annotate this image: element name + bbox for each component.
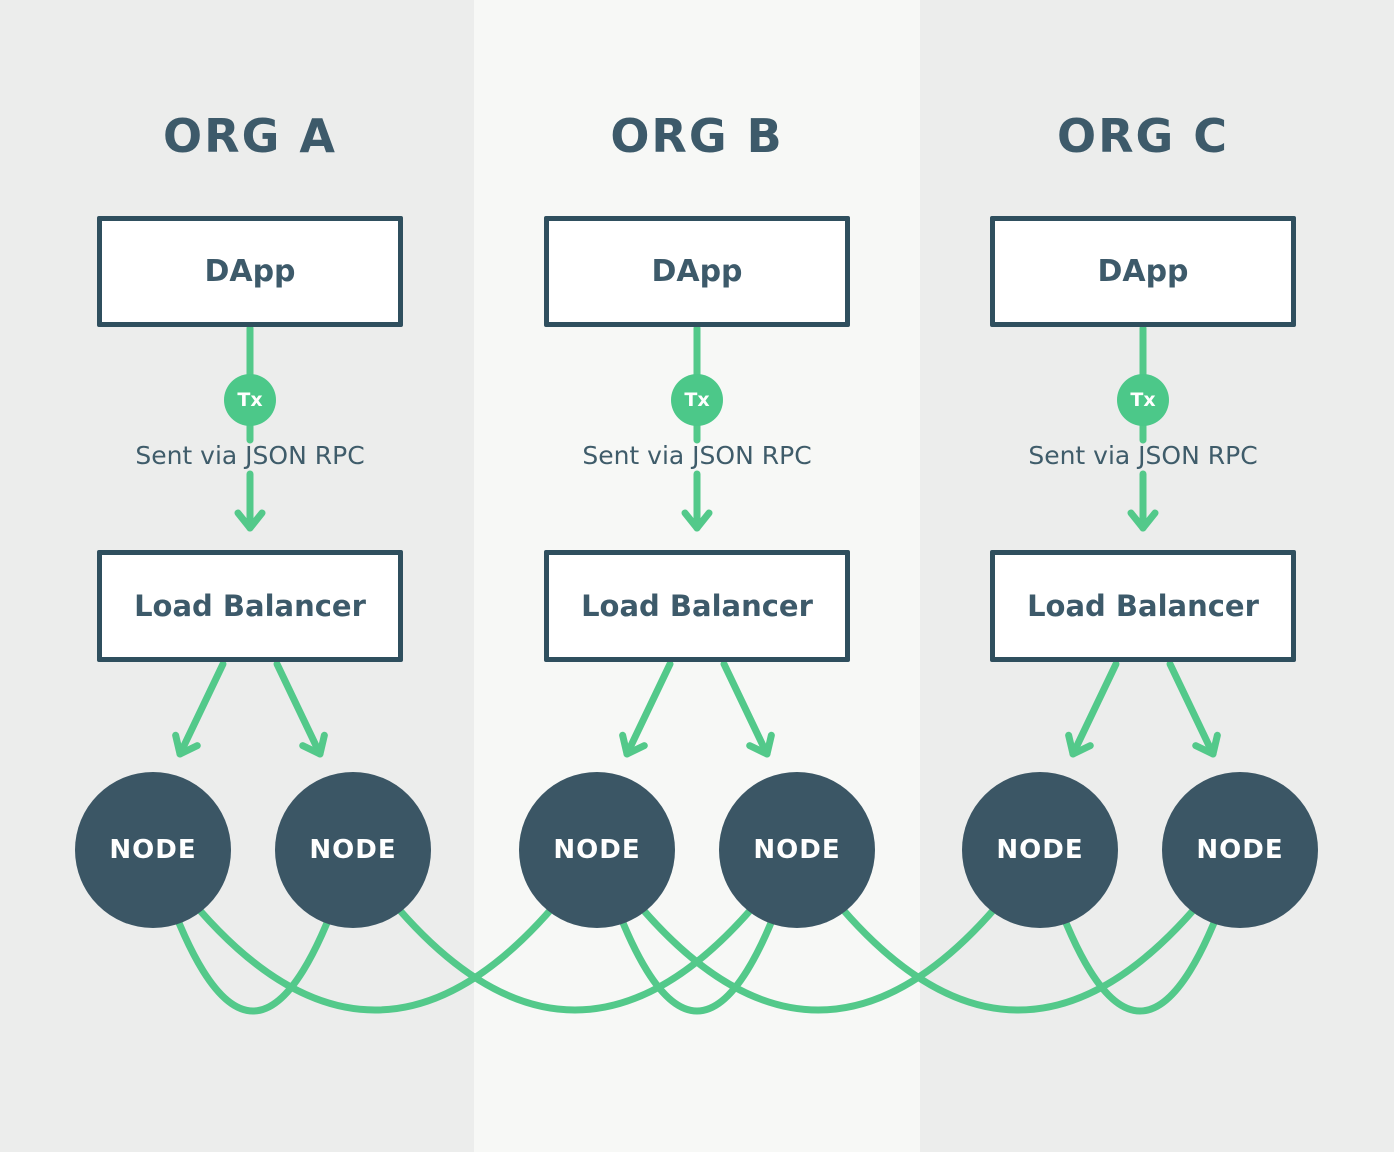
- org-b-node-1: NODE: [519, 772, 675, 928]
- org-a-node-2: NODE: [275, 772, 431, 928]
- tx-label: Tx: [684, 389, 710, 411]
- load-balancer-label: Load Balancer: [1027, 589, 1259, 623]
- tx-label: Tx: [1130, 389, 1156, 411]
- org-a-tx-badge: Tx: [224, 374, 276, 426]
- org-c-dapp-box: DApp: [990, 216, 1296, 327]
- dapp-label: DApp: [1097, 254, 1189, 289]
- org-c-tx-badge: Tx: [1117, 374, 1169, 426]
- org-b-dapp-box: DApp: [544, 216, 850, 327]
- node-label: NODE: [309, 835, 397, 865]
- lb-arrow-left: [1065, 660, 1120, 758]
- org-c-node-1: NODE: [962, 772, 1118, 928]
- org-a-load-balancer-box: Load Balancer: [97, 550, 403, 662]
- node-label: NODE: [553, 835, 641, 865]
- org-a-rpc-label: Sent via JSON RPC: [135, 441, 365, 470]
- org-b-tx-badge: Tx: [671, 374, 723, 426]
- org-a-dapp-box: DApp: [97, 216, 403, 327]
- org-c-rpc-label: Sent via JSON RPC: [1028, 441, 1258, 470]
- org-b-rpc-label: Sent via JSON RPC: [582, 441, 812, 470]
- node-label: NODE: [1196, 835, 1284, 865]
- org-c-load-balancer-box: Load Balancer: [990, 550, 1296, 662]
- org-b-node-2: NODE: [719, 772, 875, 928]
- org-c-node-2: NODE: [1162, 772, 1318, 928]
- node-label: NODE: [109, 835, 197, 865]
- org-b-load-balancer-box: Load Balancer: [544, 550, 850, 662]
- lb-arrow-right: [273, 660, 328, 758]
- org-a-node-1: NODE: [75, 772, 231, 928]
- lb-arrow-right: [1166, 660, 1221, 758]
- node-label: NODE: [753, 835, 841, 865]
- org-a-title: ORG A: [163, 109, 337, 163]
- load-balancer-label: Load Balancer: [134, 589, 366, 623]
- node-label: NODE: [996, 835, 1084, 865]
- dapp-label: DApp: [651, 254, 743, 289]
- load-balancer-label: Load Balancer: [581, 589, 813, 623]
- tx-label: Tx: [237, 389, 263, 411]
- org-b-title: ORG B: [610, 109, 784, 163]
- org-c-title: ORG C: [1056, 109, 1230, 163]
- lb-arrow-left: [172, 660, 227, 758]
- dapp-label: DApp: [204, 254, 296, 289]
